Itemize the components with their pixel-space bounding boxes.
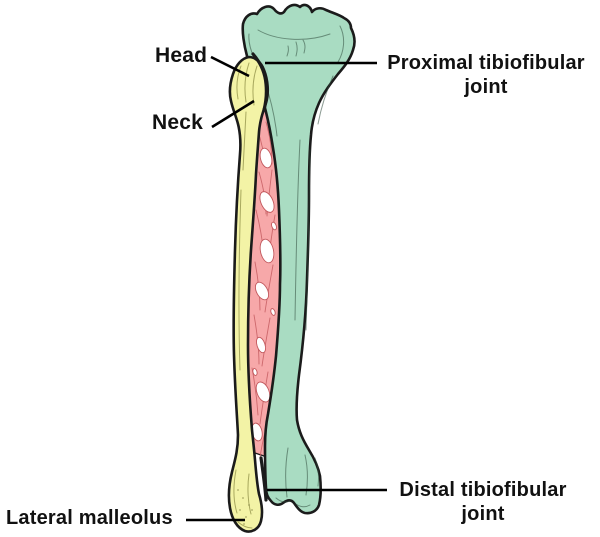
distal-joint-label-line1: Distal tibiofibular: [399, 479, 567, 501]
fibula-bone: [227, 55, 270, 533]
head-label: Head: [155, 44, 208, 67]
tibia-shape: [241, 3, 356, 515]
tibia-bone: [241, 3, 356, 515]
proximal-joint-label-line2: joint: [464, 76, 508, 98]
leader-lines: [186, 55, 387, 522]
neck-label: Neck: [152, 111, 204, 134]
proximal-joint-seam: [251, 52, 268, 112]
fibula-shape: [227, 55, 270, 533]
neck-leader-line: [211, 99, 255, 129]
tibia-sketch-lines: [248, 25, 345, 508]
proximal-tibiofibular-joint-label: Proximal tibiofibular joint: [374, 51, 598, 99]
membrane-holes: [251, 147, 277, 442]
lateral-malleolus-label: Lateral malleolus: [6, 507, 173, 529]
proximal-joint-label-line1: Proximal tibiofibular: [387, 52, 585, 74]
head-leader-line: [210, 55, 250, 78]
distal-joint-label-line2: joint: [461, 503, 505, 525]
fibula-sketch-lines: [233, 62, 258, 529]
distal-joint-seam: [259, 456, 268, 502]
fibula-stipple-dots: [237, 489, 253, 525]
distal-tibiofibular-joint-label: Distal tibiofibular joint: [381, 478, 585, 526]
